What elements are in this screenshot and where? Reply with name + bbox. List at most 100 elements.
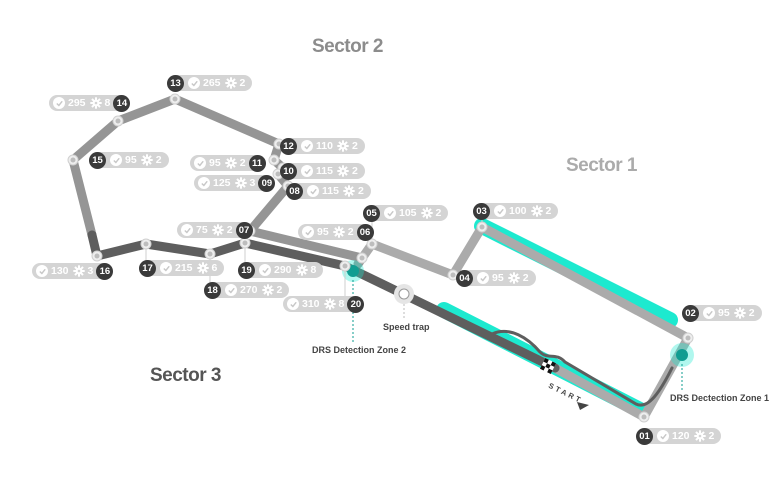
- speed-icon: [36, 265, 48, 277]
- turn-gear-value: 2: [357, 185, 364, 197]
- turn-16-apex-dot-center: [94, 253, 100, 259]
- turn-gear-value: 2: [347, 226, 354, 238]
- gear-icon: [332, 226, 345, 238]
- gear-icon: [693, 430, 706, 442]
- gear-icon: [224, 77, 237, 89]
- turn-number-badge: 07: [235, 221, 253, 239]
- speed-icon: [301, 165, 313, 177]
- sector-label-2: Sector 2: [312, 36, 383, 57]
- turn-gear-value: 2: [276, 284, 283, 296]
- turn-17-apex-dot-center: [143, 241, 149, 247]
- gear-icon: [224, 157, 237, 169]
- pit-lane: [490, 329, 674, 407]
- speed-icon: [477, 272, 489, 284]
- turn-number-badge: 15: [89, 151, 106, 169]
- turn-15-apex-dot-center: [70, 157, 76, 163]
- turn-gear-value: 8: [310, 264, 317, 276]
- speed-icon: [301, 140, 313, 152]
- gear-icon: [211, 224, 224, 236]
- turn-gear-value: 2: [545, 205, 552, 217]
- speed-icon: [181, 224, 193, 236]
- turn-speed-value: 270: [240, 284, 258, 296]
- speed-trap-label: Speed trap: [383, 322, 430, 332]
- turn-gear-value: 2: [708, 430, 715, 442]
- turn-19-apex-dot-center: [242, 240, 248, 246]
- sector-label-3: Sector 3: [150, 365, 221, 386]
- start-flag-icon: [539, 357, 557, 375]
- turn-number-badge: 05: [363, 204, 380, 222]
- turn-speed-value: 75: [196, 224, 208, 236]
- gear-icon: [323, 298, 336, 310]
- drs-zones: [436, 218, 678, 418]
- turn-speed-value: 95: [718, 307, 730, 319]
- speed-icon: [703, 307, 715, 319]
- gear-icon: [234, 177, 247, 189]
- gear-icon: [261, 284, 274, 296]
- turn-gear-value: 2: [522, 272, 529, 284]
- start-direction-arrow-icon: [577, 402, 589, 410]
- turn-number-badge: 10: [280, 162, 297, 180]
- turn-number-badge: 16: [96, 262, 114, 280]
- speed-icon: [307, 185, 319, 197]
- turn-02-apex-dot-center: [685, 335, 691, 341]
- turn-number-badge: 17: [139, 259, 156, 277]
- speed-icon: [194, 157, 206, 169]
- turn-gear-value: 2: [226, 224, 233, 236]
- turn-speed-value: 115: [316, 165, 333, 177]
- turn-20-apex-dot-center: [342, 263, 348, 269]
- turn-speed-value: 115: [322, 185, 339, 197]
- gear-icon: [733, 307, 746, 319]
- turn-number-badge: 01: [636, 427, 653, 445]
- turn-gear-value: 2: [748, 307, 755, 319]
- turn-number-badge: 14: [113, 94, 131, 112]
- turn-speed-value: 295: [68, 97, 86, 109]
- turn-04-apex-dot-center: [450, 272, 456, 278]
- turn-gear-value: 3: [87, 265, 94, 277]
- turn-gear-value: 8: [104, 97, 111, 109]
- gear-icon: [337, 165, 349, 177]
- turn-number-badge: 09: [258, 174, 276, 192]
- speed-icon: [188, 77, 200, 89]
- turn-speed-value: 215: [175, 262, 193, 274]
- speed-icon: [494, 205, 506, 217]
- turn-05-apex-dot-center: [369, 241, 375, 247]
- turn-02-info[interactable]: 02 95 2: [682, 304, 762, 322]
- turn-gear-value: 2: [435, 207, 442, 219]
- turn-speed-value: 110: [316, 140, 333, 152]
- gear-icon: [89, 97, 102, 109]
- turn-gear-value: 6: [211, 262, 218, 274]
- turn-number-badge: 11: [248, 154, 266, 172]
- turn-11-apex-dot-center: [271, 157, 277, 163]
- turn-17-info[interactable]: 17 215 6: [139, 259, 225, 277]
- speed-icon: [198, 177, 210, 189]
- turn-number-badge: 20: [347, 295, 365, 313]
- turn-speed-value: 265: [203, 77, 221, 89]
- gear-icon: [507, 272, 520, 284]
- turn-number-badge: 12: [280, 137, 297, 155]
- turn-number-badge: 02: [682, 304, 699, 322]
- speed-icon: [53, 97, 65, 109]
- turn-10-info[interactable]: 10 115 2: [280, 162, 365, 180]
- turn-gear-value: 2: [351, 165, 358, 177]
- turn-01-apex-dot-center: [641, 414, 647, 420]
- turn-gear-value: 8: [338, 298, 345, 310]
- speed-icon: [302, 226, 314, 238]
